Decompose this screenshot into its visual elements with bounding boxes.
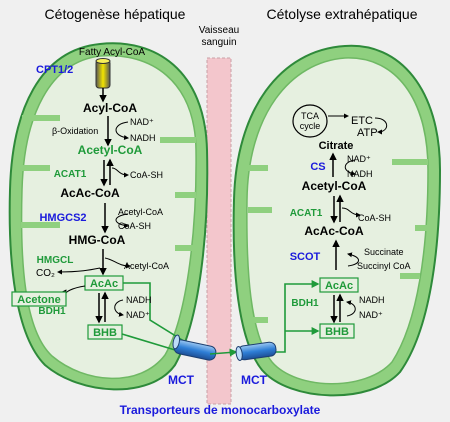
- acac-coa-tissue: AcAc-CoA: [304, 224, 364, 238]
- acac-tissue: AcAc: [325, 280, 353, 292]
- title-ketogenesis: Cétogenèse hépatique: [45, 6, 186, 22]
- tca-cycle-line1: TCA: [301, 111, 319, 121]
- bhb-tissue: BHB: [325, 326, 349, 338]
- enzyme-cs: CS: [310, 161, 325, 173]
- hmg-coa: HMG-CoA: [69, 233, 126, 247]
- nad-plus-tissue: NAD⁺: [347, 154, 371, 164]
- acetyl-coa-liver: Acetyl-CoA: [78, 143, 143, 157]
- acac-box-tissue: [319, 277, 359, 293]
- nadh-2: NADH: [126, 295, 152, 305]
- vessel-label-line2: sanguin: [201, 37, 236, 48]
- vessel-label-line1: Vaisseau: [199, 25, 239, 36]
- acac-coa-liver: AcAc-CoA: [60, 186, 120, 200]
- enzyme-scot: SCOT: [290, 251, 321, 263]
- mct-transporter-tissue-icon: [235, 341, 277, 361]
- atp: ATP: [357, 127, 378, 139]
- acetyl-coa-product: Acetyl-CoA: [124, 261, 169, 271]
- fatty-acyl-coa: Fatty Acyl-CoA: [79, 47, 145, 58]
- enzyme-bdh1-tissue: BDH1: [291, 298, 319, 309]
- enzyme-hmgcl: HMGCL: [37, 255, 74, 266]
- acetone-box: [11, 291, 67, 307]
- bhb-box-tissue: [319, 323, 355, 339]
- nad-plus-tissue-2: NAD⁺: [359, 310, 383, 320]
- acac-liver: AcAc: [90, 278, 118, 290]
- enzyme-acat1-liver: ACAT1: [54, 169, 87, 180]
- nad-plus-1: NAD⁺: [130, 117, 154, 127]
- tca-cycle-loop: [292, 104, 328, 138]
- coa-sh-2: CoA-SH: [118, 221, 151, 231]
- enzyme-hmgcs2: HMGCS2: [39, 212, 86, 224]
- nadh-tissue-2: NADH: [359, 295, 385, 305]
- bhb-box-liver: [87, 324, 123, 340]
- citrate: Citrate: [319, 140, 354, 152]
- beta-oxidation: β-Oxidation: [52, 126, 98, 136]
- coa-sh-tissue: CoA-SH: [358, 213, 391, 223]
- cpt-transporter-icon: [95, 59, 111, 89]
- etc: ETC: [351, 115, 373, 127]
- mct-label-liver: MCT: [168, 373, 195, 387]
- bhb-liver: BHB: [93, 327, 117, 339]
- title-ketolysis: Cétolyse extrahépatique: [267, 6, 418, 22]
- mct-label-tissue: MCT: [241, 373, 268, 387]
- co2: CO₂: [36, 268, 55, 279]
- nad-plus-2: NAD⁺: [126, 310, 150, 320]
- tca-cycle-line2: cycle: [300, 121, 321, 131]
- succinate: Succinate: [364, 247, 404, 257]
- enzyme-cpt: CPT1/2: [36, 64, 73, 76]
- succinyl-coa: Succinyl CoA: [357, 261, 411, 271]
- enzyme-acat1-tissue: ACAT1: [290, 208, 323, 219]
- nadh-tissue: NADH: [347, 169, 373, 179]
- acetyl-coa-substrate: Acetyl-CoA: [118, 207, 163, 217]
- transporter-label: Transporteurs de monocarboxylate: [120, 403, 321, 417]
- enzyme-bdh1-liver: BDH1: [38, 306, 66, 317]
- acetyl-coa-tissue: Acetyl-CoA: [302, 179, 367, 193]
- acyl-coa: Acyl-CoA: [83, 101, 137, 115]
- nadh-1: NADH: [130, 133, 156, 143]
- acetone: Acetone: [17, 294, 60, 306]
- coa-sh-1: CoA-SH: [130, 170, 163, 180]
